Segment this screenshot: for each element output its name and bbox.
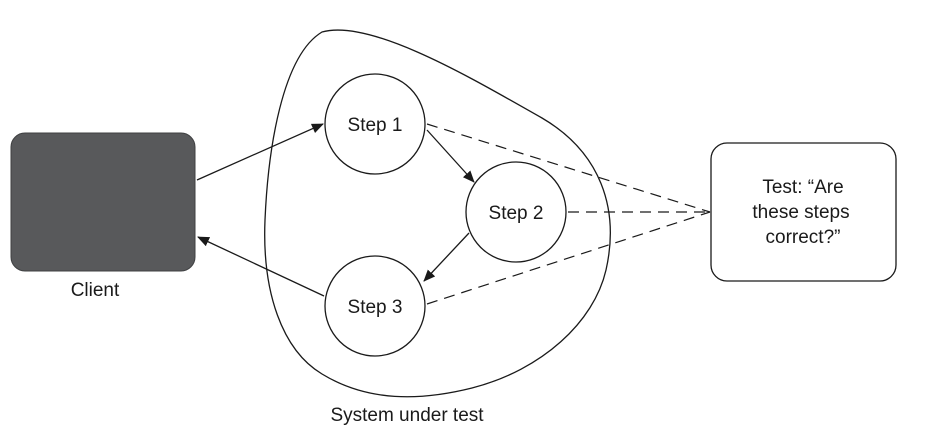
test-box [710,142,897,282]
step-1-node [324,73,426,175]
step-3-label: Step 3 [348,297,403,318]
test-label-line-2: these steps [752,202,849,223]
dashed-link-step-1-to-test [426,123,711,213]
dashed-link-step-3-to-test [426,211,711,305]
arrow-step-3-to-client [197,236,325,297]
arrow-step-2-to-step-3 [423,232,470,282]
system-boundary [264,29,611,398]
test-label-line-3: correct?” [766,227,841,248]
step-1-label: Step 1 [348,115,403,136]
test-label-line-1: Test: “Are [762,177,843,198]
step-2-node [465,161,567,263]
arrow-step-1-to-step-2 [426,129,475,183]
step-3-node [324,255,426,357]
arrow-client-to-step-1 [196,123,324,181]
client-label: Client [71,280,120,301]
system-label: System under test [330,405,484,426]
client-box [10,132,196,272]
step-2-label: Step 2 [489,203,544,224]
